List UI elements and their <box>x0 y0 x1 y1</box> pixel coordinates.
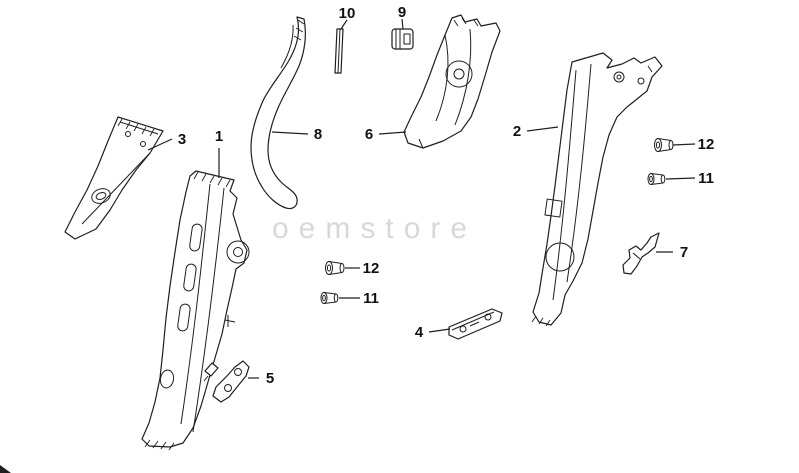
callout-label-4: 4 <box>415 324 424 341</box>
rivet-12-right-drawing <box>654 138 674 152</box>
part-6-drawing <box>403 14 501 149</box>
leader-line-12-right <box>672 143 696 146</box>
callout-label-11-center: 11 <box>363 290 379 307</box>
leader-line-6 <box>378 131 407 135</box>
callout-label-5: 5 <box>266 370 274 387</box>
leader-lines <box>147 18 696 379</box>
part-9-drawing <box>391 28 414 50</box>
callout-label-9: 9 <box>398 4 406 21</box>
part-4-drawing <box>448 308 503 340</box>
part-8-drawing <box>250 16 306 210</box>
part-10-drawing <box>334 28 344 74</box>
part-3-drawing <box>64 116 164 240</box>
part-1-drawing <box>141 170 250 451</box>
callout-label-10: 10 <box>339 5 356 22</box>
callout-label-3: 3 <box>178 131 186 148</box>
rivet-11-right-drawing <box>647 173 666 185</box>
leader-line-4 <box>428 328 451 333</box>
leader-line-9 <box>401 18 404 30</box>
callout-label-6: 6 <box>365 126 373 143</box>
leader-line-2 <box>526 126 559 132</box>
corner-mark <box>0 465 11 473</box>
callout-label-12-center: 12 <box>363 260 380 277</box>
leader-line-11-right <box>665 177 696 180</box>
part-2-drawing <box>531 52 663 327</box>
callout-label-1: 1 <box>215 128 223 145</box>
watermark: oemstore <box>272 212 477 245</box>
callout-label-12-right: 12 <box>698 136 715 153</box>
leader-line-10 <box>340 19 348 30</box>
callout-label-8: 8 <box>314 126 322 143</box>
part-7-drawing <box>622 232 660 275</box>
leader-line-3 <box>147 138 173 151</box>
rivet-11-center-drawing <box>320 292 339 304</box>
callout-label-2: 2 <box>513 123 521 140</box>
callout-label-11-right: 11 <box>698 170 714 187</box>
callout-label-7: 7 <box>680 244 688 261</box>
part-5-drawing <box>203 360 250 403</box>
rivet-12-center-drawing <box>325 261 345 275</box>
callout-labels: 10 9 3 1 8 6 2 12 11 7 12 11 4 5 <box>178 4 715 387</box>
leader-line-8 <box>271 131 309 135</box>
